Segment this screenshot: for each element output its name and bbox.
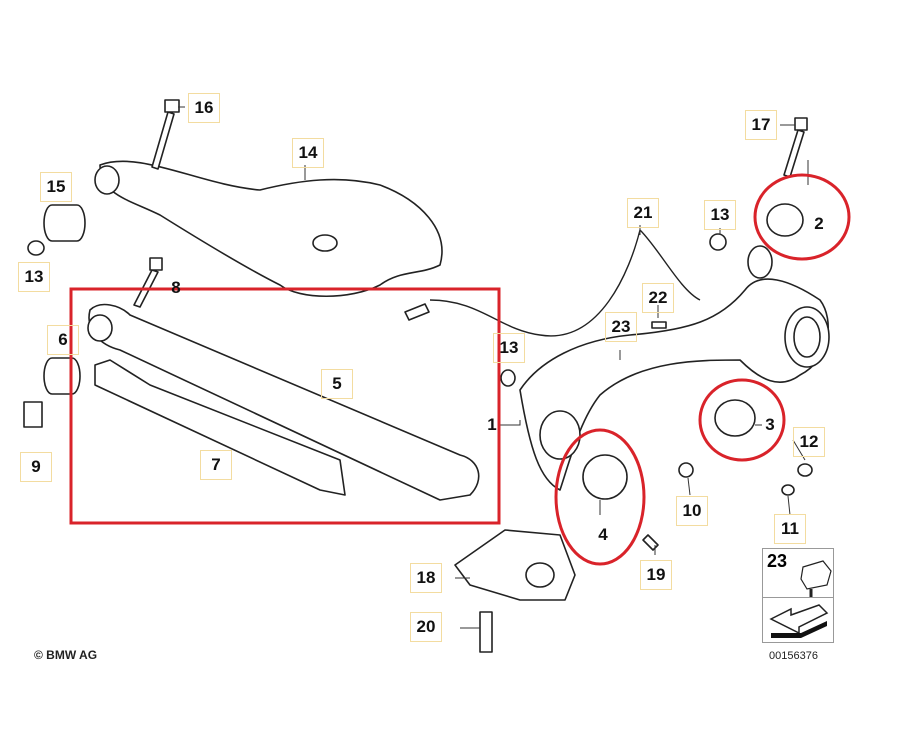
part-label-5: 5 bbox=[321, 369, 353, 399]
trailing-arm bbox=[519, 278, 829, 491]
part-label-7: 7 bbox=[200, 450, 232, 480]
highlight-circle-2 bbox=[753, 173, 851, 261]
part-label-18: 18 bbox=[410, 563, 442, 593]
part-label-19: 19 bbox=[640, 560, 672, 590]
part-label-12: 12 bbox=[793, 427, 825, 457]
part-label-8: 8 bbox=[171, 278, 181, 297]
part-label-16: 16 bbox=[188, 93, 220, 123]
highlight-box-arm bbox=[69, 287, 501, 525]
part-label-21: 21 bbox=[627, 198, 659, 228]
highlight-circle-3 bbox=[698, 378, 786, 462]
part-label-13: 13 bbox=[493, 333, 525, 363]
part-label-10: 10 bbox=[676, 496, 708, 526]
part-label-23: 23 bbox=[605, 312, 637, 342]
inset-label-23: 23 bbox=[767, 551, 788, 571]
part-label-22: 22 bbox=[642, 283, 674, 313]
part-label-20: 20 bbox=[410, 612, 442, 642]
part-label-9: 9 bbox=[20, 452, 52, 482]
part-label-2: 2 bbox=[814, 214, 824, 233]
copyright-text: © BMW AG bbox=[34, 648, 98, 662]
part-label-6: 6 bbox=[47, 325, 79, 355]
part-label-13: 13 bbox=[704, 200, 736, 230]
part-label-14: 14 bbox=[292, 138, 324, 168]
part-code: 00156376 bbox=[769, 650, 818, 662]
part-label-17: 17 bbox=[745, 110, 777, 140]
clip-inset: 23 bbox=[762, 548, 834, 643]
part-label-13: 13 bbox=[18, 262, 50, 292]
highlight-circle-4 bbox=[554, 428, 646, 566]
upper-control-arm bbox=[99, 160, 443, 297]
part-label-11: 11 bbox=[774, 514, 806, 544]
part-label-4: 4 bbox=[598, 525, 608, 544]
part-label-3: 3 bbox=[765, 415, 775, 434]
part-label-1: 1 bbox=[487, 415, 497, 434]
clip-and-arrow-icon bbox=[769, 560, 832, 638]
part-label-15: 15 bbox=[40, 172, 72, 202]
